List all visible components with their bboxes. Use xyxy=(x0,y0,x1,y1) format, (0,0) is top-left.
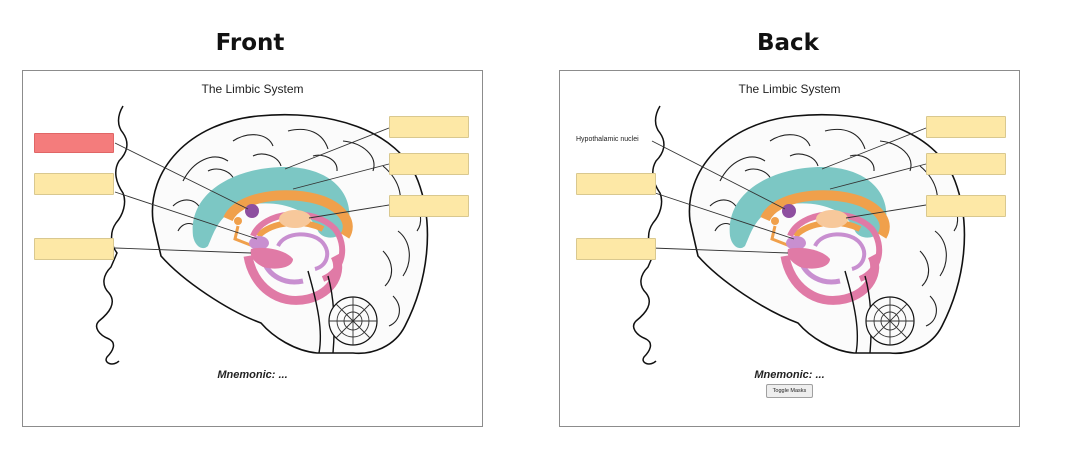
label-mask[interactable] xyxy=(389,195,469,217)
label-mask[interactable] xyxy=(926,195,1006,217)
label-mask[interactable] xyxy=(926,153,1006,175)
label-mask[interactable] xyxy=(576,238,656,260)
label-mask[interactable] xyxy=(389,153,469,175)
active-label-mask[interactable] xyxy=(34,133,114,153)
front-heading: Front xyxy=(215,30,285,56)
back-card: The Limbic System xyxy=(559,70,1020,427)
front-card: The Limbic System xyxy=(22,70,483,427)
label-mask[interactable] xyxy=(34,238,114,260)
toggle-masks-button[interactable]: Toggle Masks xyxy=(766,384,813,398)
label-mask[interactable] xyxy=(926,116,1006,138)
back-mnemonic: Mnemonic: ... xyxy=(754,369,825,381)
label-mask[interactable] xyxy=(34,173,114,195)
label-mask[interactable] xyxy=(576,173,656,195)
hypothalamic-nuclei-label: Hypothalamic nuclei xyxy=(576,136,639,143)
front-mnemonic: Mnemonic: ... xyxy=(217,369,288,381)
limbic-system-diagram xyxy=(95,105,429,365)
back-heading: Back xyxy=(757,30,819,56)
label-mask[interactable] xyxy=(389,116,469,138)
limbic-system-diagram xyxy=(632,105,966,365)
front-card-title: The Limbic System xyxy=(201,82,304,96)
back-card-title: The Limbic System xyxy=(738,82,841,96)
